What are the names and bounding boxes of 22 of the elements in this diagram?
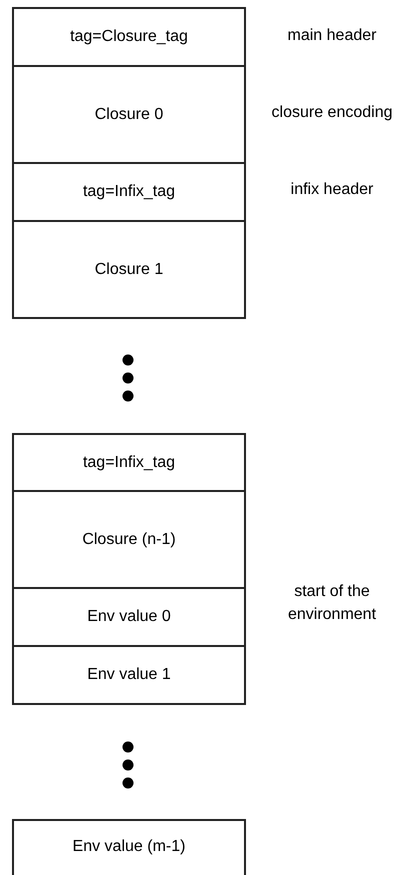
memory-cell [12, 645, 246, 705]
memory-cell [12, 220, 246, 319]
memory-cell [12, 65, 246, 164]
memory-cell [12, 433, 246, 492]
cell-label: Closure 0 [94, 104, 164, 124]
annotation-text: start of the environment [286, 582, 378, 625]
annotation-text: infix header [290, 180, 374, 200]
cell-label: tag=Infix_tag [82, 452, 176, 472]
memory-cell [12, 819, 246, 875]
cell-label: Env value (m-1) [72, 837, 186, 857]
memory-cell [12, 587, 246, 647]
cell-label: Closure 1 [94, 260, 164, 280]
cell-label: Env value 0 [87, 607, 171, 627]
annotation-text: main header [288, 26, 376, 46]
memory-cell [12, 490, 246, 589]
memory-cell [12, 7, 246, 67]
cell-label: tag=Infix_tag [82, 182, 176, 202]
cell-label: Closure (n-1) [82, 530, 176, 550]
memory-cell [12, 162, 246, 222]
cell-label: Env value 1 [87, 665, 171, 685]
annotation-text: closure encoding [272, 103, 392, 124]
cell-label: tag=Closure_tag [70, 27, 188, 47]
